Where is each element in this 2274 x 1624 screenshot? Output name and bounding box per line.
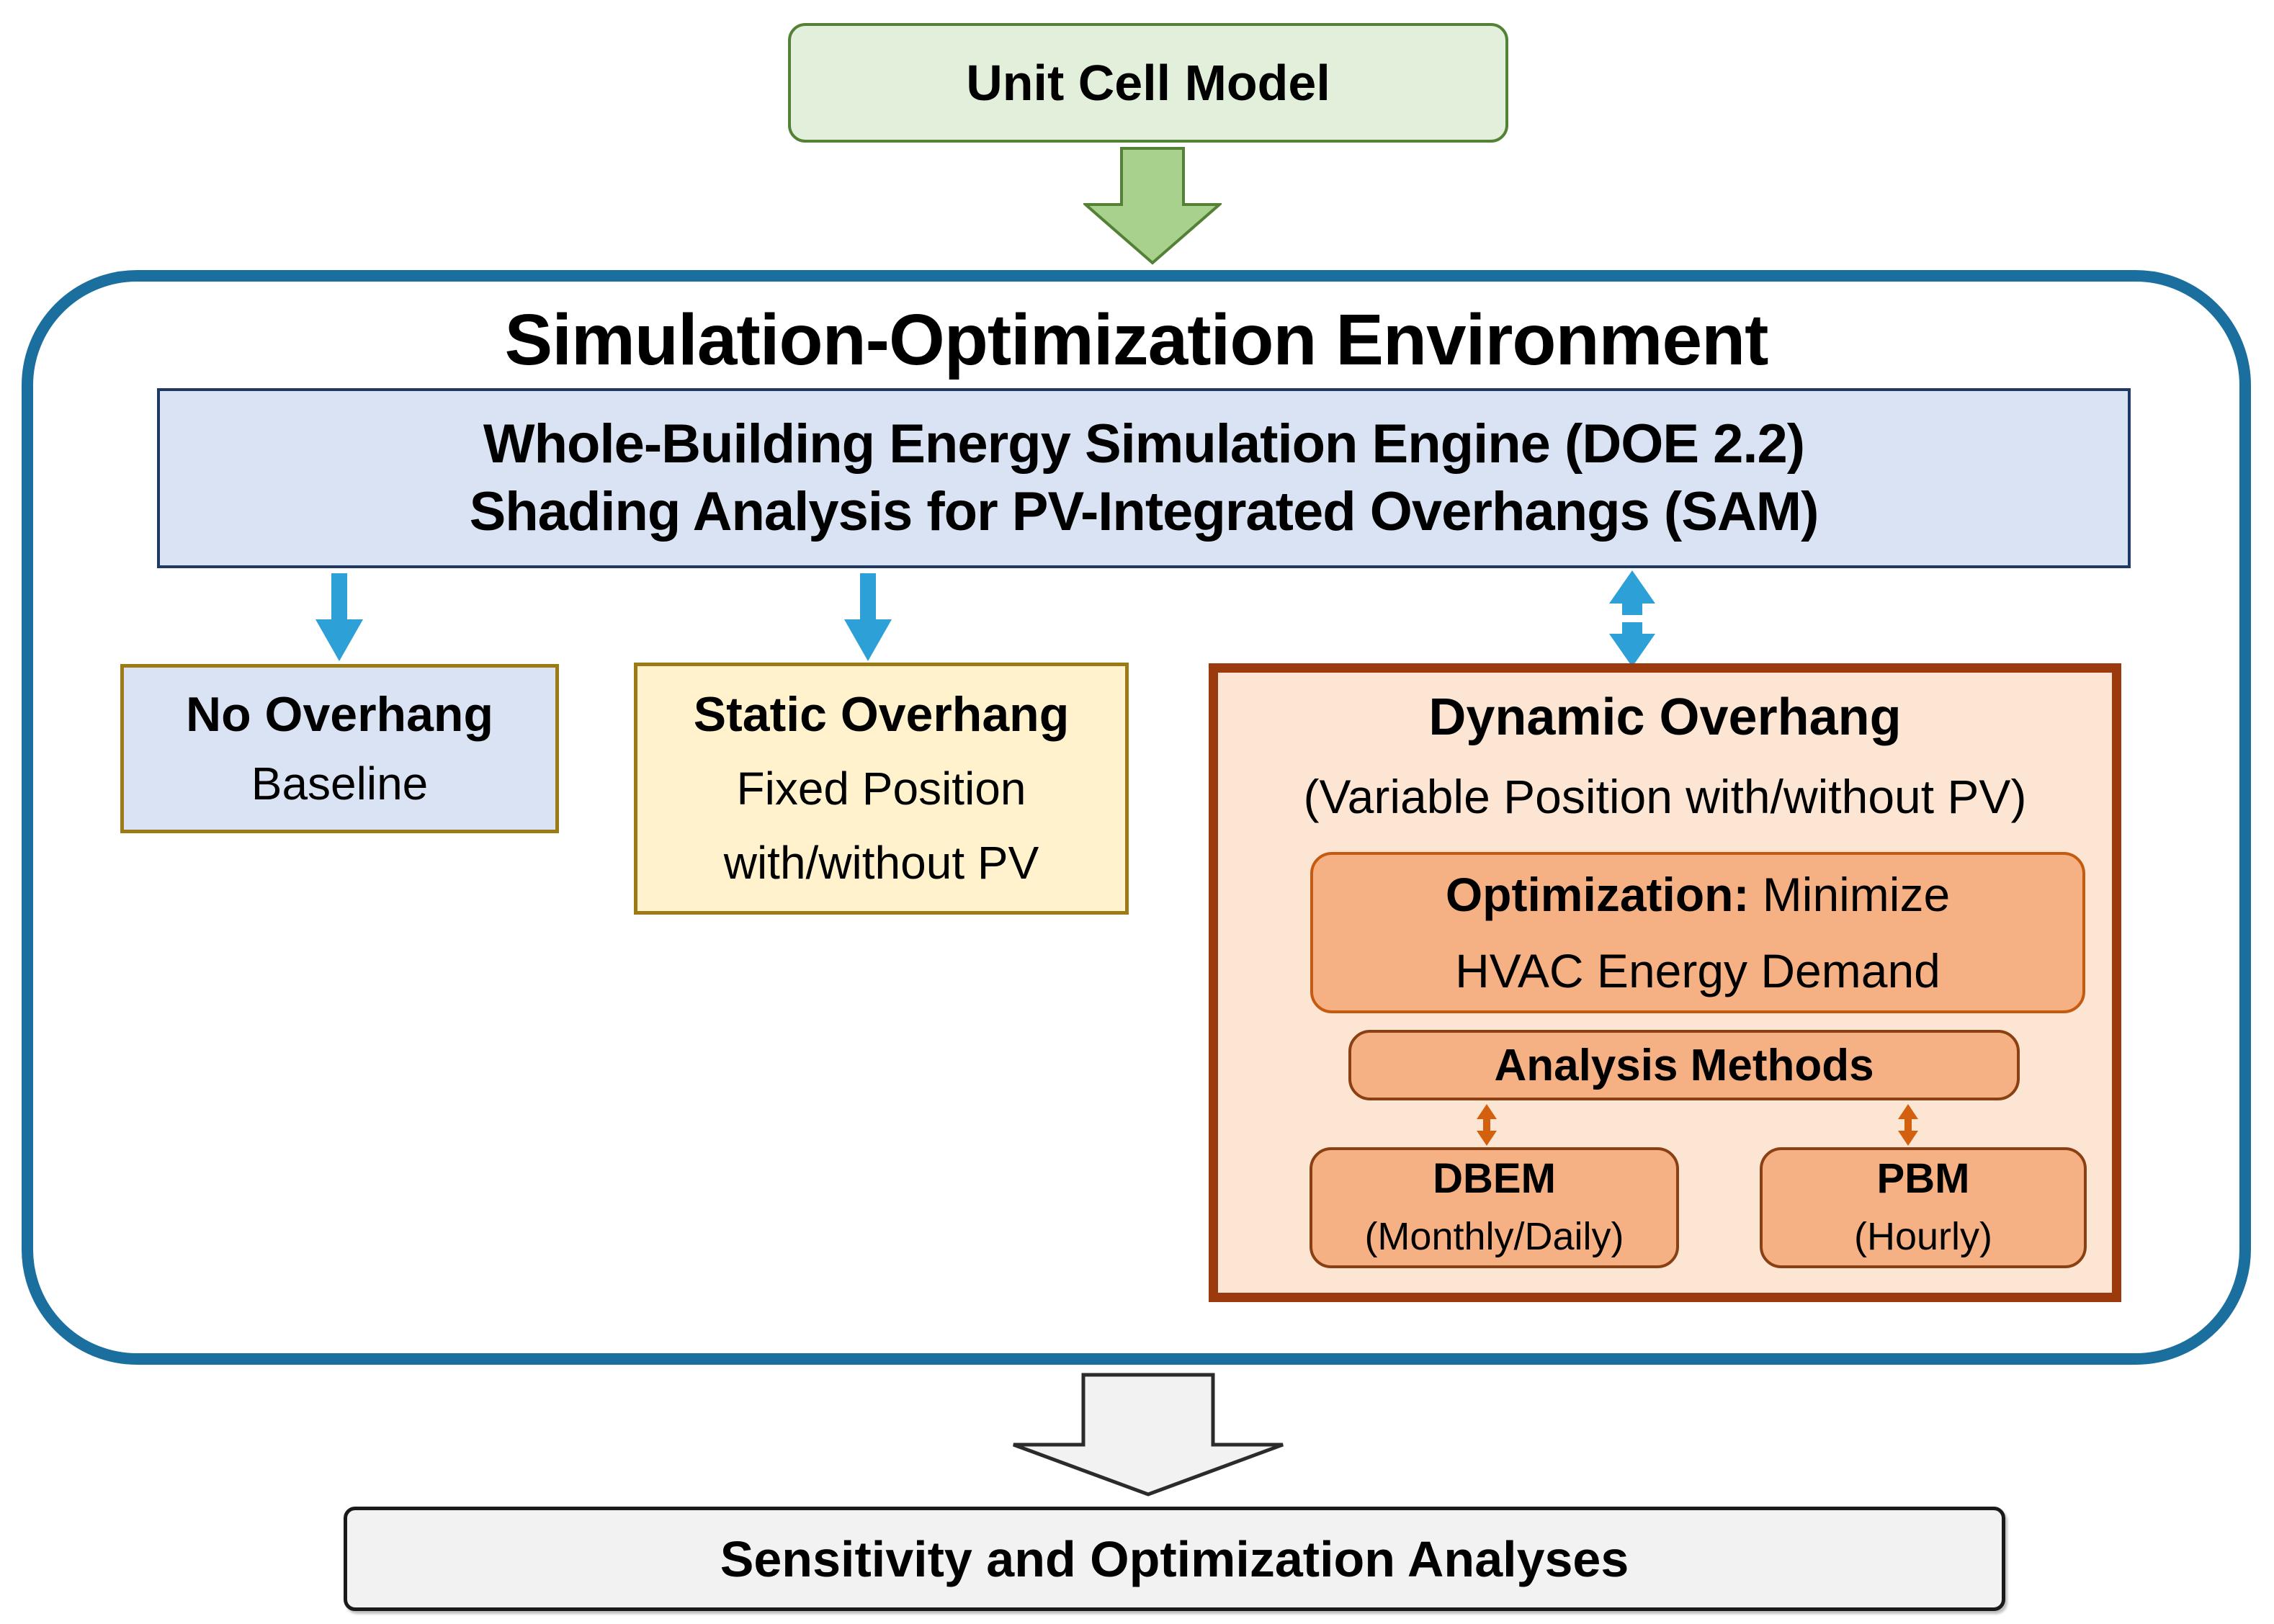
dbem-title: DBEM xyxy=(1433,1155,1556,1202)
pbm-subtitle: (Hourly) xyxy=(1853,1215,1992,1258)
arrow-unit-cell-to-environment-icon xyxy=(1083,147,1222,265)
optimization-line-1: Optimization: Minimize xyxy=(1446,856,1950,933)
engine-line-1: Whole-Building Energy Simulation Engine … xyxy=(483,413,1805,475)
optimization-box: Optimization: Minimize HVAC Energy Deman… xyxy=(1310,852,2085,1013)
static-overhang-box: Static Overhang Fixed Position with/with… xyxy=(634,663,1129,915)
static-overhang-title: Static Overhang xyxy=(693,686,1070,742)
double-arrow-analysis-to-dbem-icon xyxy=(1477,1104,1497,1146)
double-arrow-analysis-to-pbm-icon xyxy=(1898,1104,1918,1146)
output-analyses-label: Sensitivity and Optimization Analyses xyxy=(720,1530,1629,1587)
static-overhang-line-1: Fixed Position xyxy=(736,762,1026,815)
no-overhang-subtitle: Baseline xyxy=(251,757,429,809)
optimization-line-2: HVAC Energy Demand xyxy=(1455,944,1940,997)
double-arrow-engine-to-dynamic-overhang-icon xyxy=(1609,570,1655,667)
dynamic-overhang-subtitle: (Variable Position with/without PV) xyxy=(1303,770,2027,823)
unit-cell-model-label: Unit Cell Model xyxy=(966,55,1330,111)
static-overhang-line-2: with/without PV xyxy=(723,836,1039,889)
output-analyses-box: Sensitivity and Optimization Analyses xyxy=(344,1507,2005,1611)
pbm-title: PBM xyxy=(1876,1155,1970,1202)
arrow-engine-to-no-overhang-icon xyxy=(315,573,363,661)
pbm-box: PBM (Hourly) xyxy=(1760,1147,2087,1268)
arrow-engine-to-static-overhang-icon xyxy=(844,573,892,661)
unit-cell-model-box: Unit Cell Model xyxy=(788,23,1508,143)
optimization-label-bold: Optimization: xyxy=(1445,868,1750,921)
analysis-methods-label: Analysis Methods xyxy=(1494,1040,1874,1090)
engine-line-2: Shading Analysis for PV-Integrated Overh… xyxy=(469,481,1819,542)
no-overhang-box: No Overhang Baseline xyxy=(120,664,559,833)
dbem-subtitle: (Monthly/Daily) xyxy=(1364,1215,1624,1258)
environment-title: Simulation-Optimization Environment xyxy=(504,300,1769,380)
simulation-engine-box: Whole-Building Energy Simulation Engine … xyxy=(157,388,2131,568)
dynamic-overhang-title: Dynamic Overhang xyxy=(1428,688,1902,746)
optimization-label-rest: Minimize xyxy=(1762,868,1951,921)
analysis-methods-box: Analysis Methods xyxy=(1348,1030,2020,1100)
arrow-environment-to-output-icon xyxy=(1013,1373,1284,1497)
no-overhang-title: No Overhang xyxy=(186,686,493,742)
dbem-box: DBEM (Monthly/Daily) xyxy=(1310,1147,1679,1268)
